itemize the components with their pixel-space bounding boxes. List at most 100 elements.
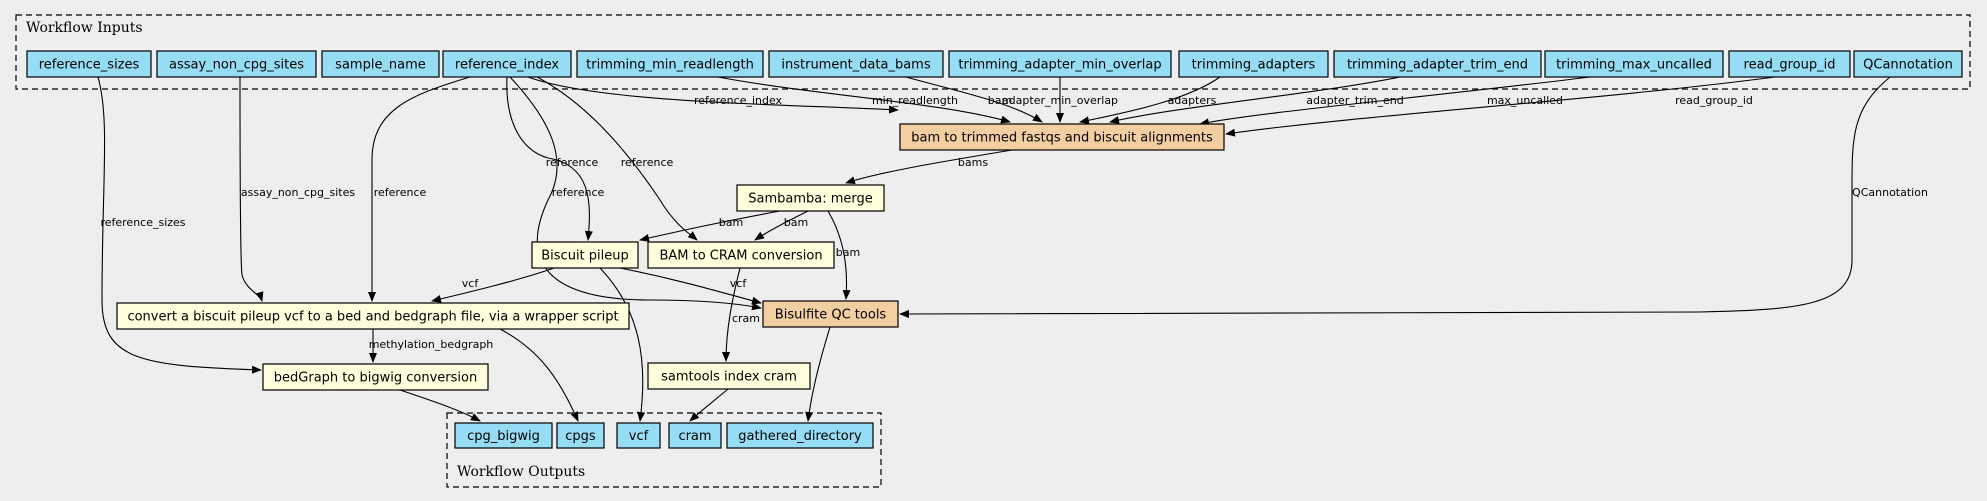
input-node-sample-name[interactable]: sample_name [321, 50, 440, 78]
step-node-box [736, 184, 885, 212]
input-node-box [1178, 50, 1329, 78]
edge-label: bam [719, 216, 743, 229]
input-node-box [1544, 50, 1724, 78]
step-node-label: BAM to CRAM conversion [659, 249, 822, 264]
input-node-box [156, 50, 317, 78]
node-layer: reference_sizes assay_non_cpg_sites sample… [26, 50, 1963, 449]
edge-read-group-id-to-bam-to-trimmed [1225, 76, 1776, 137]
edge-label: cram [732, 312, 760, 325]
step-node-box [531, 241, 639, 269]
output-node-box [668, 422, 722, 449]
edge-sambamba-to-bam-to-cram [754, 210, 809, 241]
edge-label: reference [552, 186, 605, 199]
step-node-biscuit-pileup[interactable]: Biscuit pileup [531, 241, 639, 269]
step-node-samtools-index[interactable]: samtools index cram [647, 362, 811, 390]
edge-label: bams [958, 156, 988, 169]
edge-label: adapter_trim_end [1306, 94, 1403, 107]
input-node-assay-non-cpg-sites[interactable]: assay_non_cpg_sites [156, 50, 317, 78]
edge-trimming-max-uncalled-to-bam-to-trimmed [1199, 76, 1591, 127]
step-node-box [647, 241, 835, 269]
input-node-box [1853, 50, 1963, 78]
output-node-label: cram [678, 429, 711, 444]
input-node-box [1728, 50, 1851, 78]
input-node-label: reference_index [455, 58, 559, 73]
edge-samtools-index-to-cram [689, 388, 729, 422]
step-node-bisulfite-qc[interactable]: Bisulfite QC tools [762, 300, 899, 328]
input-node-label: instrument_data_bams [781, 58, 930, 73]
step-node-label: Biscuit pileup [541, 249, 629, 264]
edge-label: QCannotation [1852, 186, 1928, 199]
edge-label: read_group_id [1675, 94, 1753, 107]
input-node-instrument-data-bams[interactable]: instrument_data_bams [768, 50, 944, 78]
output-node-cpg-bigwig[interactable]: cpg_bigwig [454, 422, 553, 449]
step-node-box [116, 302, 630, 330]
input-node-QCannotation[interactable]: QCannotation [1853, 50, 1963, 78]
edge-reference-sizes-to-bedgraph-bigwig [97, 76, 262, 374]
step-node-label: convert a biscuit pileup vcf to a bed an… [127, 310, 618, 325]
input-node-label: trimming_adapters [1192, 58, 1316, 73]
input-node-box [768, 50, 944, 78]
edge-instrument-data-bams-to-bam-to-trimmed [905, 76, 1043, 123]
input-node-label: trimming_min_readlength [586, 58, 754, 73]
output-node-gathered-directory[interactable]: gathered_directory [726, 422, 874, 449]
output-node-label: cpgs [565, 429, 596, 444]
input-node-trimming-max-uncalled[interactable]: trimming_max_uncalled [1544, 50, 1724, 78]
edge-label: min_readlength [872, 94, 958, 107]
workflow-outputs-title: Workflow Outputs [457, 464, 585, 480]
step-node-sambamba[interactable]: Sambamba: merge [736, 184, 885, 212]
input-node-trimming-adapter-trim-end[interactable]: trimming_adapter_trim_end [1333, 50, 1542, 78]
output-node-box [616, 422, 661, 449]
step-node-label: bam to trimmed fastqs and biscuit alignm… [911, 131, 1213, 146]
edge-bisulfite-qc-to-gathered-directory [805, 326, 831, 422]
step-node-box [762, 300, 899, 328]
input-node-box [321, 50, 440, 78]
edge-assay-non-cpg-sites-to-convert-pileup [239, 76, 264, 302]
edge-label: vcf [462, 277, 480, 290]
step-node-bam-to-cram[interactable]: BAM to CRAM conversion [647, 241, 835, 269]
step-node-convert-pileup[interactable]: convert a biscuit pileup vcf to a bed an… [116, 302, 630, 330]
edge-bedgraph-bigwig-to-cpg-bigwig [399, 389, 481, 422]
input-node-label: assay_non_cpg_sites [169, 58, 304, 73]
edge-label: adapter_min_overlap [1002, 94, 1118, 107]
input-node-read-group-id[interactable]: read_group_id [1728, 50, 1851, 78]
input-node-trimming-adapters[interactable]: trimming_adapters [1178, 50, 1329, 78]
edge-reference-index-to-convert-pileup [368, 76, 471, 302]
edge-label: methylation_bedgraph [369, 338, 494, 351]
output-node-box [726, 422, 874, 449]
step-node-bedgraph-bigwig[interactable]: bedGraph to bigwig conversion [262, 363, 489, 391]
step-node-label: bedGraph to bigwig conversion [274, 371, 477, 386]
input-node-box [576, 50, 764, 78]
edge-label: bam [988, 94, 1012, 107]
edge-trimming-min-readlength-to-bam-to-trimmed [717, 76, 1011, 124]
output-node-box [556, 422, 605, 449]
output-node-cpgs[interactable]: cpgs [556, 422, 605, 449]
edge-reference-index-to-bam-to-trimmed [527, 76, 899, 114]
input-node-label: trimming_max_uncalled [1556, 58, 1712, 73]
edge-label: assay_non_cpg_sites [241, 186, 356, 199]
edge-label: reference [374, 186, 427, 199]
input-node-label: trimming_adapter_trim_end [1347, 58, 1528, 73]
edge-biscuit-pileup-to-vcf [599, 267, 646, 422]
edge-label: max_uncalled [1487, 94, 1563, 107]
input-node-box [948, 50, 1172, 78]
input-node-trimming-min-readlength[interactable]: trimming_min_readlength [576, 50, 764, 78]
edge-reference-index-to-bisulfite-qc [509, 76, 762, 311]
edge-label: reference_index [694, 94, 783, 107]
input-node-label: QCannotation [1863, 58, 1953, 73]
output-node-label: vcf [629, 429, 649, 444]
input-node-reference-sizes[interactable]: reference_sizes [26, 50, 152, 78]
edge-label: reference_sizes [100, 216, 185, 229]
input-node-box [26, 50, 152, 78]
output-node-cram[interactable]: cram [668, 422, 722, 449]
edge-label: reference [546, 156, 599, 169]
step-node-box [899, 123, 1225, 151]
workflow-inputs-cluster: Workflow Inputs [15, 14, 1971, 90]
step-node-bam-to-trimmed[interactable]: bam to trimmed fastqs and biscuit alignm… [899, 123, 1225, 151]
edge-trimming-adapter-trim-end-to-bam-to-trimmed [1109, 76, 1401, 124]
output-node-vcf[interactable]: vcf [616, 422, 661, 449]
edge-label: reference [621, 156, 674, 169]
output-node-label: gathered_directory [738, 429, 862, 444]
step-node-box [647, 362, 811, 390]
input-node-trimming-adapter-min-overlap[interactable]: trimming_adapter_min_overlap [948, 50, 1172, 78]
input-node-reference-index[interactable]: reference_index [442, 50, 572, 78]
